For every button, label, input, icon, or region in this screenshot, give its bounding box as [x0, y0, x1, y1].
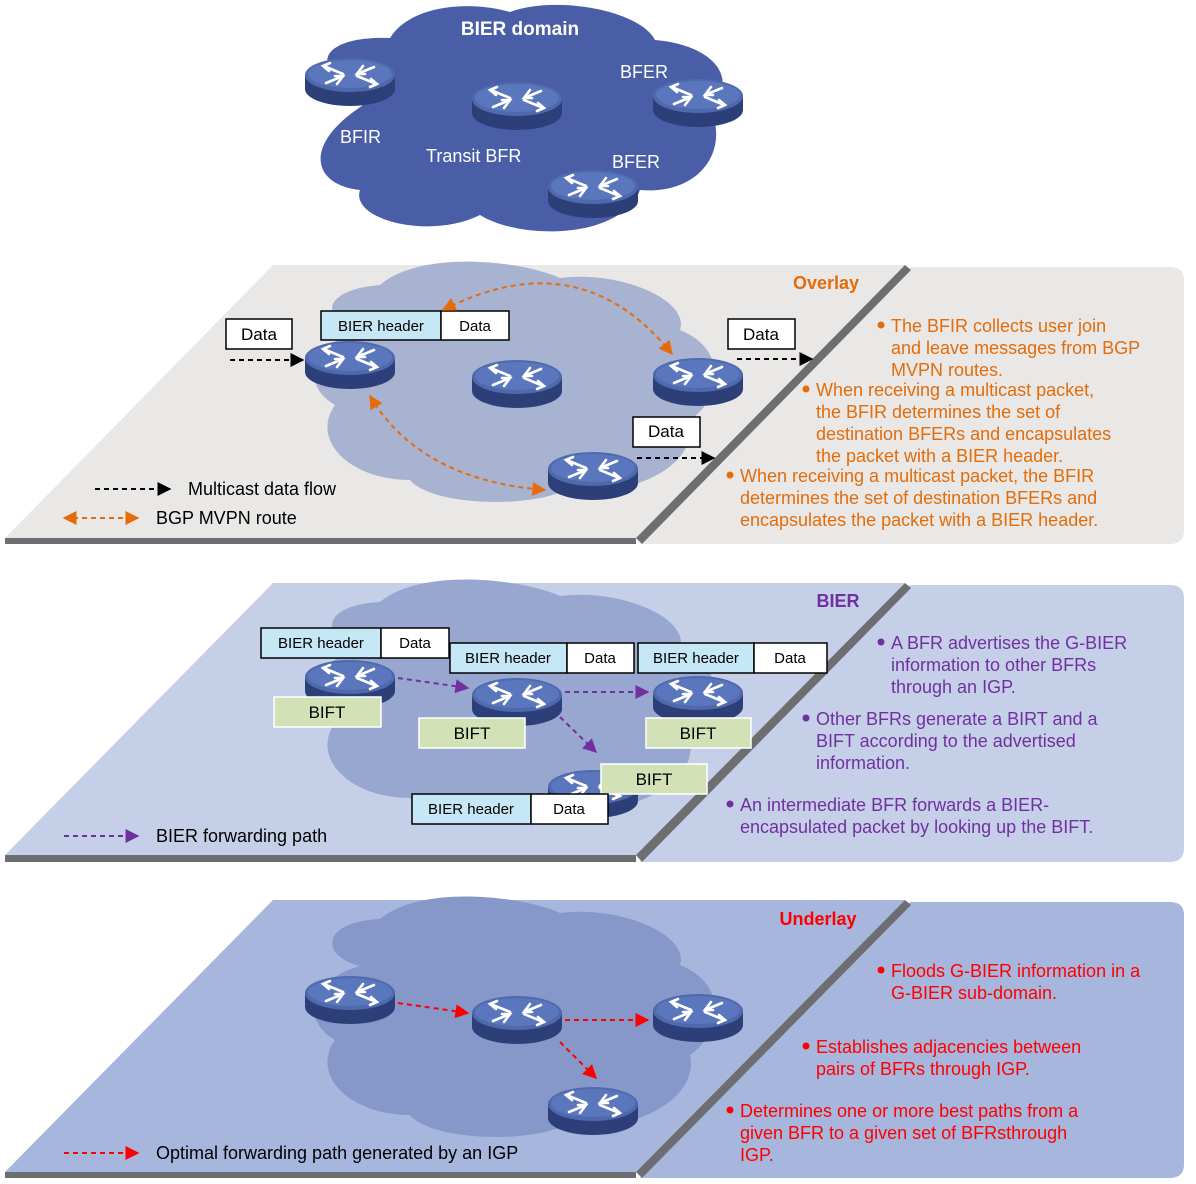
underlay-title: Underlay: [779, 909, 856, 929]
overlay-layer: Overlay BIER header Data Data Data Data …: [5, 261, 1184, 544]
underlay-bullet-3-line-3: IGP.: [740, 1145, 774, 1165]
bier-data-1-label: Data: [399, 635, 431, 652]
bier-data-4-label: Data: [553, 801, 585, 818]
underlay-bullet-2-line-2: pairs of BFRs through IGP.: [816, 1059, 1030, 1079]
overlay-bullet-1-line-1: The BFIR collects user join: [891, 316, 1106, 336]
bier-header-3-label: BIER header: [653, 650, 739, 667]
bier-header-4-label: BIER header: [428, 801, 514, 818]
underlay-bullet-2-line-1: Establishes adjacencies between: [816, 1037, 1081, 1057]
underlay-layer: Underlay Optimal forwarding path generat…: [5, 896, 1184, 1178]
bier-legend-label: BIER forwarding path: [156, 826, 327, 846]
overlay-bullet-1: The BFIR collects user join and leave me…: [877, 316, 1140, 380]
bier-header-group-3: BIER header Data: [637, 642, 828, 674]
bift-4-label: BIFT: [636, 770, 673, 789]
underlay-legend-label: Optimal forwarding path generated by an …: [156, 1143, 518, 1163]
bgp-route-top: [441, 282, 673, 356]
overlay-data-out2-box: [632, 416, 701, 448]
overlay-bullet-3-line-2: determines the set of destination BFERs …: [740, 488, 1097, 508]
underlay-path-1: [397, 1002, 470, 1019]
transit-bfr-label: Transit BFR: [426, 146, 521, 166]
bier-bullet-2-line-3: information.: [816, 753, 910, 773]
bier-bullet-3-line-2: encapsulated packet by looking up the BI…: [740, 817, 1093, 837]
bier-layer: BIER BIER header Data BIER header Data B…: [5, 579, 1184, 862]
bier-data-3-label: Data: [774, 650, 806, 667]
bier-domain-title: BIER domain: [461, 19, 579, 40]
overlay-title: Overlay: [793, 273, 859, 293]
overlay-data-in-box: [225, 318, 293, 350]
underlay-bullet-3-line-1: Determines one or more best paths from a: [740, 1101, 1079, 1121]
bier-title: BIER: [816, 591, 859, 611]
bift-2-label: BIFT: [454, 724, 491, 743]
bier-bullet-1: A BFR advertises the G-BIER information …: [877, 633, 1127, 697]
overlay-bullet-3: When receiving a multicast packet, the B…: [726, 466, 1098, 530]
overlay-bullet-1-line-2: and leave messages from BGP: [891, 338, 1140, 358]
overlay-header-data-label: Data: [459, 318, 491, 335]
bier-bullet-3: An intermediate BFR forwards a BIER- enc…: [726, 795, 1093, 837]
bier-header-2-label: BIER header: [465, 650, 551, 667]
bier-bullet-3-line-1: An intermediate BFR forwards a BIER-: [740, 795, 1049, 815]
bier-path-1: [397, 677, 470, 694]
underlay-bullet-1-line-2: G-BIER sub-domain.: [891, 983, 1057, 1003]
overlay-bullet-1-line-3: MVPN routes.: [891, 360, 1003, 380]
overlay-bullet-2-line-1: When receiving a multicast packet,: [816, 380, 1094, 400]
overlay-bullet-3-line-3: encapsulates the packet with a BIER head…: [740, 510, 1098, 530]
bfer-bottom-label: BFER: [612, 152, 660, 172]
overlay-data-out2-label: Data: [648, 422, 684, 441]
multicast-legend-label: Multicast data flow: [188, 479, 337, 499]
bfer-top-label: BFER: [620, 62, 668, 82]
bier-bullet-2-line-1: Other BFRs generate a BIRT and a: [816, 709, 1098, 729]
overlay-bullet-2-line-2: the BFIR determines the set of: [816, 402, 1061, 422]
underlay-bullet-3: Determines one or more best paths from a…: [726, 1101, 1079, 1165]
underlay-bullet-1-line-1: Floods G-BIER information in a: [891, 961, 1141, 981]
overlay-bier-header-label: BIER header: [338, 318, 424, 335]
bier-header-group-2: BIER header Data: [449, 642, 635, 674]
overlay-bullet-3-line-1: When receiving a multicast packet, the B…: [740, 466, 1094, 486]
bier-bullet-2-line-2: BIFT according to the advertised: [816, 731, 1076, 751]
overlay-data-in-label: Data: [241, 325, 277, 344]
bier-bullet-1-line-3: through an IGP.: [891, 677, 1016, 697]
bift-box-1: BIFT: [273, 696, 382, 728]
bier-bullet-1-line-2: information to other BFRs: [891, 655, 1096, 675]
underlay-bullet-1: Floods G-BIER information in a G-BIER su…: [877, 961, 1141, 1003]
bfir-label: BFIR: [340, 127, 381, 147]
bift-box-4: BIFT: [600, 763, 708, 795]
bier-header-1-label: BIER header: [278, 635, 364, 652]
overlay-bullet-2-line-4: the packet with a BIER header.: [816, 446, 1063, 466]
bier-data-2-label: Data: [584, 650, 616, 667]
bift-box-3: BIFT: [645, 717, 752, 749]
overlay-data-out1-box: [727, 318, 796, 350]
overlay-bullet-2: When receiving a multicast packet, the B…: [802, 380, 1111, 466]
bier-bullet-1-line-1: A BFR advertises the G-BIER: [891, 633, 1127, 653]
underlay-bullet-3-line-2: given BFR to a given set of BFRsthrough: [740, 1123, 1067, 1143]
overlay-bullet-2-line-3: destination BFERs and encapsulates: [816, 424, 1111, 444]
bift-3-label: BIFT: [680, 724, 717, 743]
bier-header-group-4: BIER header Data: [411, 793, 609, 825]
underlay-bullet-2: Establishes adjacencies between pairs of…: [802, 1037, 1081, 1079]
bgp-legend-label: BGP MVPN route: [156, 508, 297, 528]
overlay-data-out1-label: Data: [743, 325, 779, 344]
bift-1-label: BIFT: [309, 703, 346, 722]
bier-domain-cloud: BIER domain BFIR Transit BFR BFER BFER: [303, 4, 745, 232]
bift-box-2: BIFT: [418, 717, 526, 749]
bier-header-group-1: BIER header Data: [260, 627, 450, 659]
bier-bullet-2: Other BFRs generate a BIRT and a BIFT ac…: [802, 709, 1098, 773]
